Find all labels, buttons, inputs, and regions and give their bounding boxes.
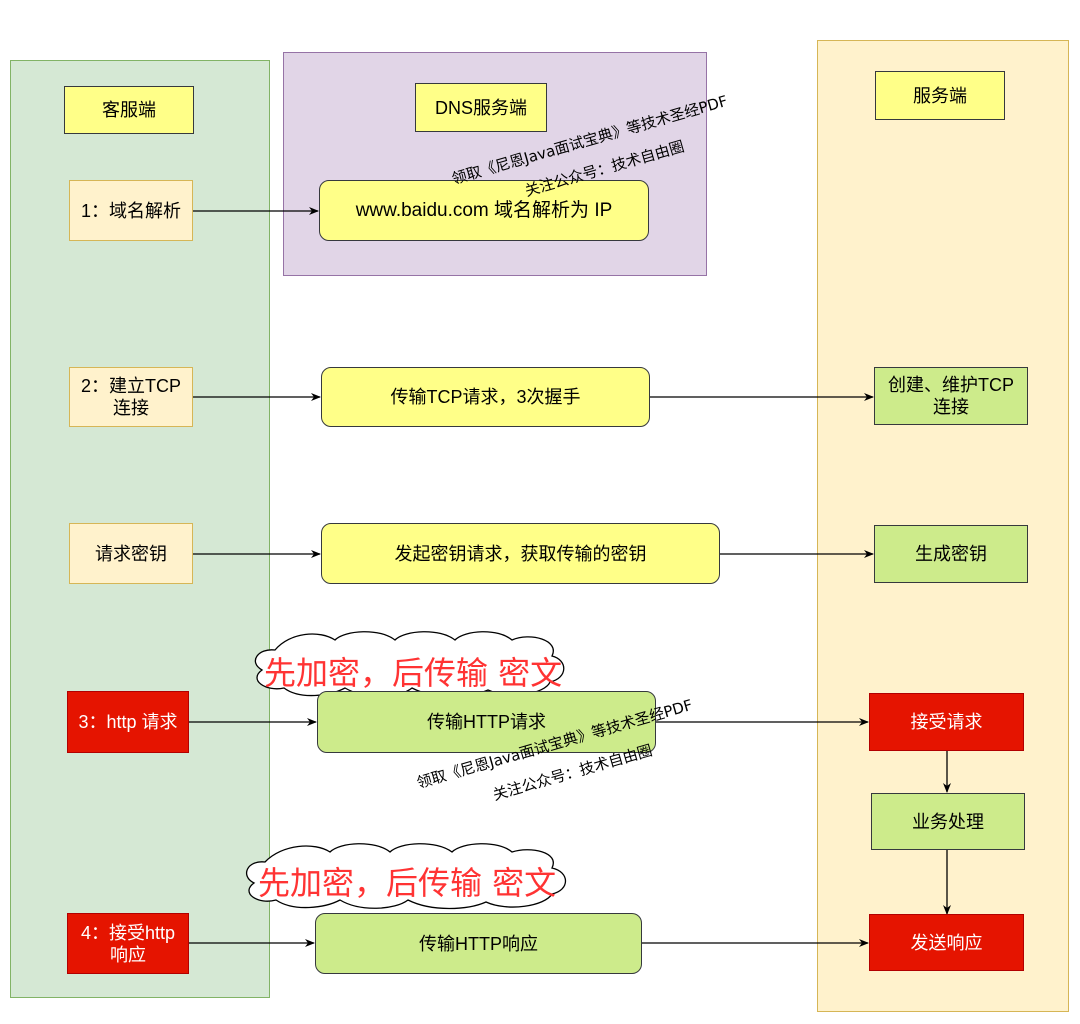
server-business-process: 业务处理 bbox=[871, 793, 1025, 850]
client-lane-title: 客服端 bbox=[64, 86, 194, 134]
client-dns-resolve: 1：域名解析 bbox=[69, 180, 193, 241]
key-request-action: 发起密钥请求，获取传输的密钥 bbox=[321, 523, 720, 584]
dns-lane-title: DNS服务端 bbox=[415, 83, 547, 132]
cloud-2-shape bbox=[245, 843, 567, 910]
cloud-1-shape bbox=[254, 631, 565, 698]
server-send-response: 发送响应 bbox=[869, 914, 1024, 971]
server-lane-title: 服务端 bbox=[875, 71, 1005, 120]
server-generate-key: 生成密钥 bbox=[874, 525, 1028, 583]
cloud-2-text: 先加密，后传输 密文 bbox=[258, 864, 557, 902]
client-request-key: 请求密钥 bbox=[69, 523, 193, 584]
client-tcp-connect: 2：建立TCP 连接 bbox=[69, 367, 193, 427]
http-request-action: 传输HTTP请求 bbox=[317, 691, 656, 753]
client-http-request: 3：http 请求 bbox=[67, 691, 189, 753]
dns-resolve-action: www.baidu.com 域名解析为 IP bbox=[319, 180, 649, 241]
client-http-response: 4：接受http 响应 bbox=[67, 913, 189, 974]
tcp-handshake-action: 传输TCP请求，3次握手 bbox=[321, 367, 650, 427]
http-response-action: 传输HTTP响应 bbox=[315, 913, 642, 974]
cloud-1-text: 先加密，后传输 密文 bbox=[264, 654, 563, 692]
server-tcp-maintain: 创建、维护TCP 连接 bbox=[874, 367, 1028, 425]
server-accept-request: 接受请求 bbox=[869, 693, 1024, 751]
